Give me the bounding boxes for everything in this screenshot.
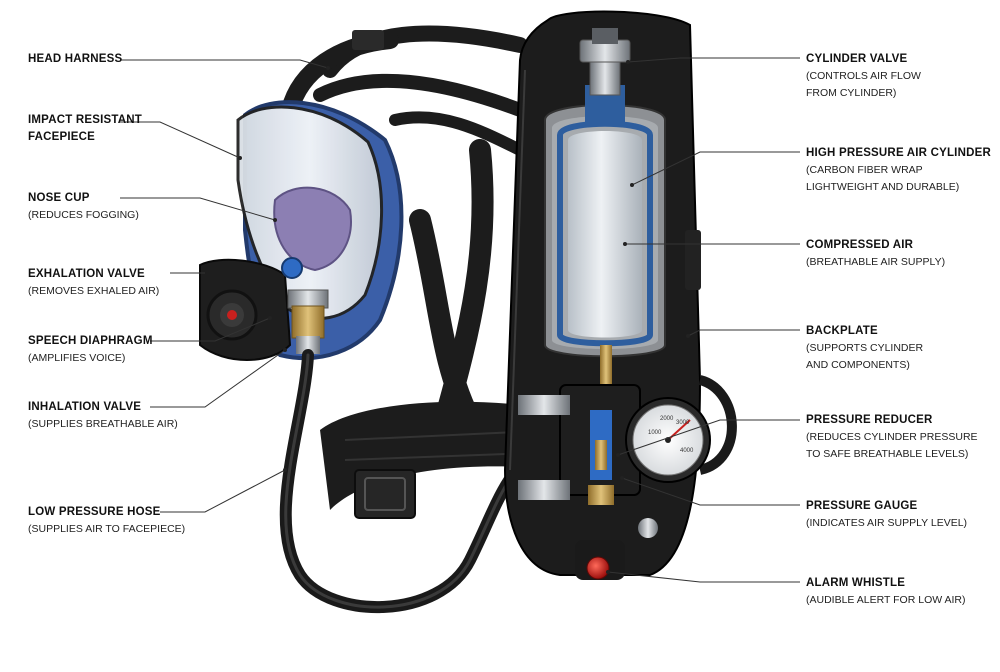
label-desc: (CARBON FIBER WRAP: [806, 164, 923, 176]
label-high-pressure-air-cylinder: HIGH PRESSURE AIR CYLINDER (CARBON FIBER…: [806, 145, 996, 196]
pressure-gauge: 1000 2000 3000 4000: [625, 375, 737, 483]
label-title: PRESSURE REDUCER: [806, 414, 933, 426]
gauge-tick-label: 2000: [660, 416, 674, 422]
leader-lines: [120, 57, 800, 583]
label-desc: (AUDIBLE ALERT FOR LOW AIR): [806, 594, 966, 606]
harness-buckle: [352, 30, 384, 50]
label-desc: LIGHTWEIGHT AND DURABLE): [806, 181, 960, 193]
label-title: HIGH PRESSURE AIR CYLINDER: [806, 147, 991, 159]
label-nose-cup: NOSE CUP (REDUCES FOGGING): [28, 190, 218, 224]
leader-dots: [238, 60, 690, 574]
label-title: SPEECH DIAPHRAGM: [28, 335, 153, 347]
label-title: HEAD HARNESS: [28, 53, 123, 65]
label-exhalation-valve: EXHALATION VALVE (REMOVES EXHALED AIR): [28, 266, 218, 300]
label-title: ALARM WHISTLE: [806, 577, 906, 589]
alarm-whistle: [575, 540, 625, 580]
label-pressure-gauge: PRESSURE GAUGE (INDICATES AIR SUPPLY LEV…: [806, 498, 996, 532]
label-title: COMPRESSED AIR: [806, 239, 914, 251]
label-desc: (SUPPORTS CYLINDER: [806, 342, 924, 354]
label-desc: (REDUCES FOGGING): [28, 209, 139, 221]
label-desc: (AMPLIFIES VOICE): [28, 352, 126, 364]
label-desc: (SUPPLIES AIR TO FACEPIECE): [28, 523, 186, 535]
label-desc: (CONTROLS AIR FLOW: [806, 70, 921, 82]
label-speech-diaphragm: SPEECH DIAPHRAGM (AMPLIFIES VOICE): [28, 333, 218, 367]
label-cylinder-valve: CYLINDER VALVE (CONTROLS AIR FLOW FROM C…: [806, 51, 996, 102]
label-inhalation-valve: INHALATION VALVE (SUPPLIES BREATHABLE AI…: [28, 399, 218, 433]
label-title: BACKPLATE: [806, 325, 878, 337]
label-title: LOW PRESSURE HOSE: [28, 506, 161, 518]
gauge-tick-label: 1000: [648, 430, 662, 436]
label-low-pressure-hose: LOW PRESSURE HOSE (SUPPLIES AIR TO FACEP…: [28, 504, 218, 538]
label-desc: (REDUCES CYLINDER PRESSURE: [806, 431, 978, 443]
label-desc: TO SAFE BREATHABLE LEVELS): [806, 448, 969, 460]
label-head-harness: HEAD HARNESS: [28, 51, 218, 68]
label-desc: (SUPPLIES BREATHABLE AIR): [28, 418, 178, 430]
label-title: PRESSURE GAUGE: [806, 500, 918, 512]
label-desc: AND COMPONENTS): [806, 359, 910, 371]
label-title: NOSE CUP: [28, 192, 90, 204]
label-pressure-reducer: PRESSURE REDUCER (REDUCES CYLINDER PRESS…: [806, 412, 996, 463]
label-title: CYLINDER VALVE: [806, 53, 908, 65]
label-compressed-air: COMPRESSED AIR (BREATHABLE AIR SUPPLY): [806, 237, 996, 271]
label-alarm-whistle: ALARM WHISTLE (AUDIBLE ALERT FOR LOW AIR…: [806, 575, 996, 609]
label-desc: (REMOVES EXHALED AIR): [28, 285, 160, 297]
pressure-reducer: [518, 384, 658, 538]
label-title: IMPACT RESISTANT FACEPIECE: [28, 114, 142, 143]
gauge-tick-label: 4000: [680, 448, 694, 454]
label-backplate: BACKPLATE (SUPPORTS CYLINDER AND COMPONE…: [806, 323, 996, 374]
label-impact-resistant-facepiece: IMPACT RESISTANT FACEPIECE: [28, 112, 158, 146]
air-cylinder: [544, 28, 666, 400]
gauge-tick-label: 3000: [676, 420, 690, 426]
label-desc: FROM CYLINDER): [806, 87, 897, 99]
label-desc: (INDICATES AIR SUPPLY LEVEL): [806, 517, 968, 529]
label-desc: (BREATHABLE AIR SUPPLY): [806, 256, 946, 268]
label-title: INHALATION VALVE: [28, 401, 142, 413]
harness-straps: [313, 25, 528, 431]
label-title: EXHALATION VALVE: [28, 268, 145, 280]
